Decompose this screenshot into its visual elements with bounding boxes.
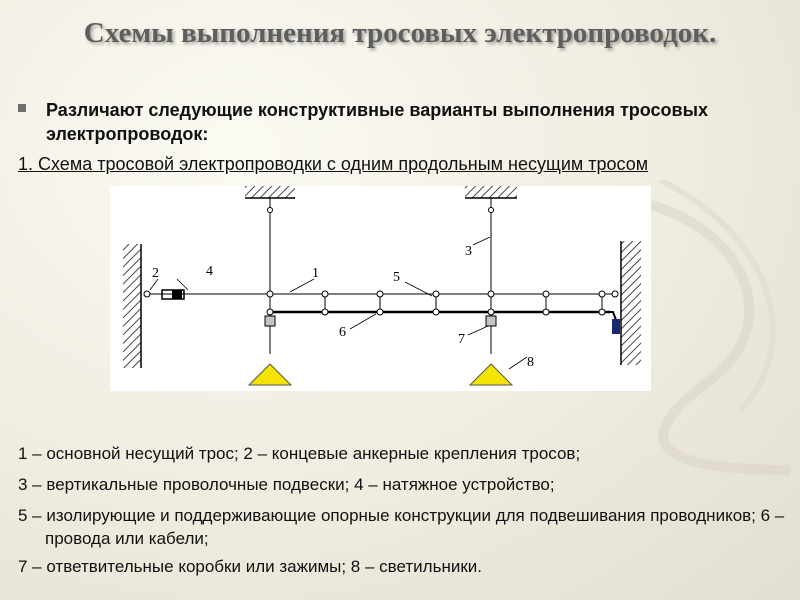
label-6: 6 (339, 325, 346, 340)
bullet-item: Различают следующие конструктивные вариа… (18, 98, 778, 146)
anchor-fastening-right (611, 290, 619, 298)
legend-line: 5 – изолирующие и поддерживающие опорные… (18, 506, 785, 548)
lamp-right (468, 363, 514, 386)
slide-title: Схемы выполнения тросовых электропроводо… (83, 17, 717, 49)
junction-box-right (485, 315, 497, 327)
legend-line: 3 – вертикальные проволочные подвески; 4… (18, 475, 555, 494)
wire-drop-to-box (610, 311, 617, 321)
ceiling-mount-right (465, 186, 517, 199)
bullet-text: Различают следующие конструктивные вариа… (46, 100, 708, 144)
ceiling-mount-left (245, 186, 295, 199)
label-3: 3 (465, 244, 472, 259)
label-4: 4 (206, 264, 213, 279)
scheme-caption: 1. Схема тросовой электропроводки с одни… (18, 154, 649, 174)
cable-wiring-diagram: 2 4 1 5 3 6 7 8 (110, 186, 651, 391)
vertical-hanger-left (267, 198, 273, 354)
lamp-left (247, 363, 293, 386)
label-2: 2 (152, 266, 159, 281)
label-5: 5 (393, 270, 400, 285)
right-wall (620, 241, 641, 365)
square-bullet-icon (18, 104, 26, 112)
label-8: 8 (527, 355, 534, 370)
end-box (612, 319, 620, 334)
label-1: 1 (312, 266, 319, 281)
legend-line: 7 – ответвительные коробки или зажимы; 8… (18, 557, 482, 576)
junction-box-left (264, 315, 276, 327)
anchor-fastening-left (143, 290, 151, 298)
legend-line: 1 – основной несущий трос; 2 – концевые … (18, 444, 581, 463)
left-wall (123, 244, 142, 368)
vertical-hanger-right (488, 198, 494, 354)
label-7: 7 (458, 332, 465, 347)
leader-lines (149, 236, 528, 370)
background-swirl-decoration (629, 180, 791, 475)
legend: 1 – основной несущий трос; 2 – концевые … (18, 442, 788, 586)
insulating-supports (266, 290, 606, 316)
